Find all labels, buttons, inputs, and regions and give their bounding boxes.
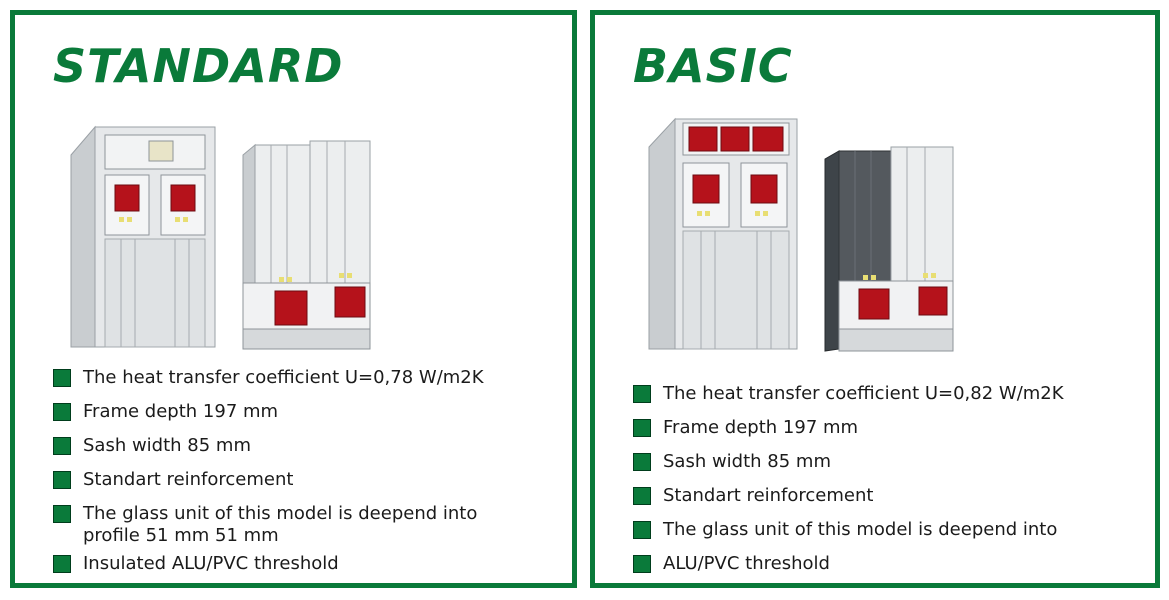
- feature-item: The heat transfer coefficient U=0,78 W/m…: [53, 367, 523, 389]
- feature-text: Frame depth 197 mm: [83, 401, 279, 422]
- feature-item: Frame depth 197 mm: [633, 417, 1064, 439]
- feature-text: The glass unit of this model is deepend …: [83, 503, 478, 546]
- feature-text: The heat transfer coefficient U=0,82 W/m…: [663, 383, 1064, 404]
- feature-list: The heat transfer coefficient U=0,78 W/m…: [53, 367, 523, 575]
- square-bullet-icon: [53, 403, 71, 421]
- feature-item: The glass unit of this model is deepend …: [53, 503, 523, 547]
- square-bullet-icon: [633, 419, 651, 437]
- feature-list: The heat transfer coefficient U=0,82 W/m…: [633, 383, 1064, 575]
- feature-text: The glass unit of this model is deepend …: [663, 519, 1058, 540]
- panel-title: BASIC: [633, 39, 793, 93]
- feature-text: Frame depth 197 mm: [663, 417, 859, 438]
- standard-panel: STANDARD: [10, 10, 577, 588]
- feature-text: Insulated ALU/PVC threshold: [83, 553, 339, 574]
- feature-text: Standart reinforcement: [83, 469, 294, 490]
- square-bullet-icon: [633, 555, 651, 573]
- square-bullet-icon: [633, 487, 651, 505]
- basic-panel: BASIC: [590, 10, 1160, 588]
- feature-item: Insulated ALU/PVC threshold: [53, 553, 523, 575]
- feature-item: Sash width 85 mm: [633, 451, 1064, 473]
- square-bullet-icon: [53, 555, 71, 573]
- square-bullet-icon: [53, 471, 71, 489]
- feature-item: ALU/PVC threshold: [633, 553, 1064, 575]
- square-bullet-icon: [633, 521, 651, 539]
- feature-text: Sash width 85 mm: [663, 451, 831, 472]
- panel-title: STANDARD: [53, 39, 344, 93]
- feature-item: Frame depth 197 mm: [53, 401, 523, 423]
- basic-profile-image: [648, 117, 954, 352]
- feature-text: Standart reinforcement: [663, 485, 874, 506]
- feature-item: Sash width 85 mm: [53, 435, 523, 457]
- feature-item: The heat transfer coefficient U=0,82 W/m…: [633, 383, 1064, 405]
- feature-text: Sash width 85 mm: [83, 435, 251, 456]
- square-bullet-icon: [53, 437, 71, 455]
- feature-item: The glass unit of this model is deepend …: [633, 519, 1064, 541]
- feature-item: Standart reinforcement: [53, 469, 523, 491]
- feature-item: Standart reinforcement: [633, 485, 1064, 507]
- feature-text: The heat transfer coefficient U=0,78 W/m…: [83, 367, 484, 388]
- square-bullet-icon: [53, 505, 71, 523]
- standard-profile-image: [70, 125, 371, 350]
- feature-text: ALU/PVC threshold: [663, 553, 830, 574]
- square-bullet-icon: [633, 453, 651, 471]
- square-bullet-icon: [633, 385, 651, 403]
- square-bullet-icon: [53, 369, 71, 387]
